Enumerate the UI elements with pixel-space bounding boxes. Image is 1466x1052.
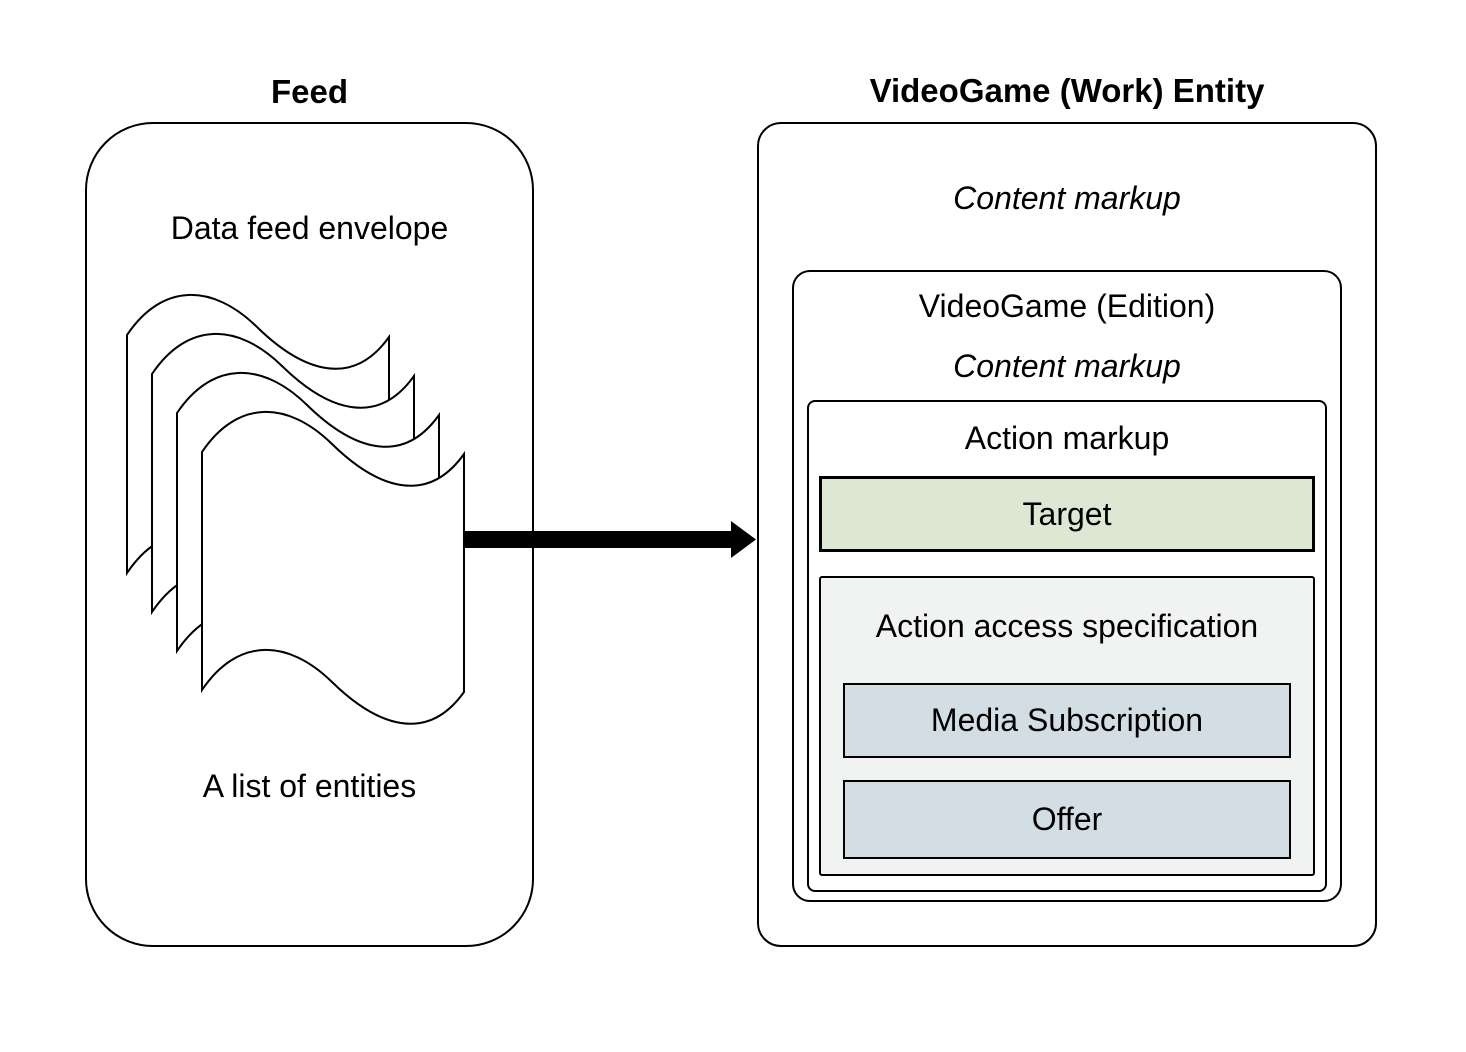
edition-title: VideoGame (Edition)	[918, 288, 1216, 324]
right-arrow-icon	[455, 515, 760, 565]
target-label: Target	[1022, 495, 1112, 532]
feed-title: Feed	[270, 73, 349, 110]
videogame-edition-box: VideoGame (Edition) Content markup Actio…	[792, 270, 1342, 902]
media-subscription-label: Media Subscription	[930, 702, 1204, 738]
data-feed-envelope-label: Data feed envelope	[170, 210, 449, 246]
stacked-wavy-documents-icon	[126, 293, 466, 755]
target-box: Target	[819, 476, 1315, 552]
access-specification-title: Action access specification	[875, 608, 1259, 644]
feed-container-box: Data feed envelope A list of entities	[85, 122, 534, 947]
offer-label: Offer	[1031, 801, 1103, 837]
action-access-specification-box: Action access specification Media Subscr…	[819, 576, 1315, 876]
content-markup-label-work: Content markup	[953, 180, 1181, 216]
action-markup-box: Action markup Target Action access speci…	[807, 400, 1327, 892]
action-markup-title: Action markup	[964, 420, 1170, 456]
content-markup-label-edition: Content markup	[953, 348, 1181, 384]
entity-title: VideoGame (Work) Entity	[869, 72, 1265, 109]
media-subscription-box: Media Subscription	[843, 683, 1291, 758]
videogame-work-entity-box: Content markup VideoGame (Edition) Conte…	[757, 122, 1377, 947]
list-of-entities-label: A list of entities	[202, 768, 417, 804]
offer-box: Offer	[843, 780, 1291, 859]
